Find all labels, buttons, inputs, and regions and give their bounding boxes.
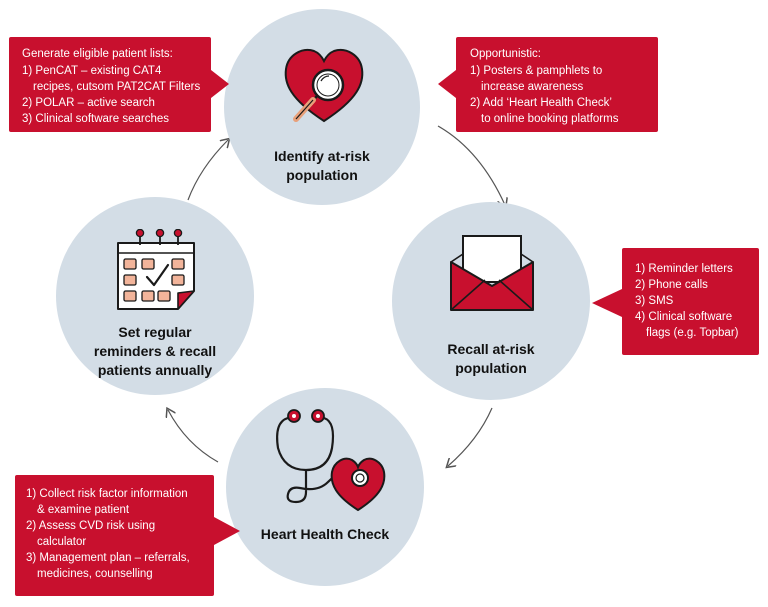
callout-opportunistic-line-1: 1) Posters & pamphlets to — [470, 65, 603, 77]
node-reminders: Set regular reminders & recall patients … — [56, 197, 254, 395]
callout-generate-lists-line-4: 3) Clinical software searches — [22, 113, 170, 125]
callout-recall-methods-line-5: flags (e.g. Topbar) — [646, 327, 739, 339]
callout-generate-lists-line-2: recipes, cutsom PAT2CAT Filters — [33, 81, 201, 93]
node-reminders-label-line1: Set regular — [118, 324, 192, 340]
callout-generate-lists-line-1: 1) PenCAT – existing CAT4 — [22, 65, 162, 77]
node-recall-label-line1: Recall at-risk — [447, 341, 535, 357]
node-check-label: Heart Health Check — [260, 526, 390, 542]
heart-magnifier-icon — [284, 49, 364, 123]
callout-recall-methods-line-1: 1) Reminder letters — [635, 263, 733, 275]
callout-generate-lists-line-3: 2) POLAR – active search — [22, 97, 155, 109]
calendar-check-icon — [117, 229, 195, 310]
arrow-reminders-to-identify — [187, 140, 228, 201]
callout-generate-lists-pointer — [211, 70, 229, 98]
arrow-check-to-reminders — [168, 410, 219, 463]
callout-opportunistic-line-3: 2) Add ‘Heart Health Check’ — [470, 97, 612, 109]
node-recall: Recall at-risk population — [392, 202, 590, 400]
callout-opportunistic-title: Opportunistic: — [470, 48, 541, 60]
node-reminders-label-line3: patients annually — [97, 362, 213, 378]
arrow-identify-to-recall — [437, 125, 505, 205]
callout-check-steps-line-1: 1) Collect risk factor information — [26, 488, 188, 500]
callout-recall-methods-line-2: 2) Phone calls — [635, 279, 708, 291]
callout-recall-methods-line-4: 4) Clinical software — [635, 311, 733, 323]
callout-check-steps-line-3: 2) Assess CVD risk using — [26, 520, 156, 532]
node-identify-label-line2: population — [286, 167, 358, 183]
callout-opportunistic: Opportunistic: 1) Posters & pamphlets to… — [456, 37, 658, 132]
callout-recall-methods: 1) Reminder letters 2) Phone calls 3) SM… — [622, 248, 759, 355]
callout-check-steps-line-4: calculator — [37, 536, 87, 548]
callout-check-steps-line-5: 3) Management plan – referrals, — [26, 552, 190, 564]
callout-opportunistic-pointer — [438, 70, 456, 98]
callout-opportunistic-line-4: to online booking platforms — [481, 113, 619, 125]
callout-recall-methods-pointer — [592, 289, 622, 317]
callout-recall-methods-line-3: 3) SMS — [635, 295, 674, 307]
node-identify-label-line1: Identify at-risk — [274, 148, 370, 164]
callout-check-steps-line-2: & examine patient — [37, 504, 130, 516]
callout-check-steps-line-6: medicines, counselling — [37, 568, 153, 580]
node-recall-label-line2: population — [455, 360, 527, 376]
envelope-letter-icon — [450, 235, 534, 311]
callout-opportunistic-line-2: increase awareness — [481, 81, 584, 93]
node-identify: Identify at-risk population — [224, 9, 420, 205]
callout-check-steps-pointer — [214, 517, 240, 545]
node-reminders-label-line2: reminders & recall — [93, 343, 217, 359]
callout-generate-lists: Generate eligible patient lists: 1) PenC… — [9, 37, 211, 132]
stethoscope-heart-icon — [276, 409, 386, 512]
callout-generate-lists-title: Generate eligible patient lists: — [22, 48, 173, 60]
node-check: Heart Health Check — [226, 388, 424, 586]
callout-check-steps: 1) Collect risk factor information & exa… — [15, 475, 214, 596]
arrow-recall-to-check — [448, 407, 493, 466]
